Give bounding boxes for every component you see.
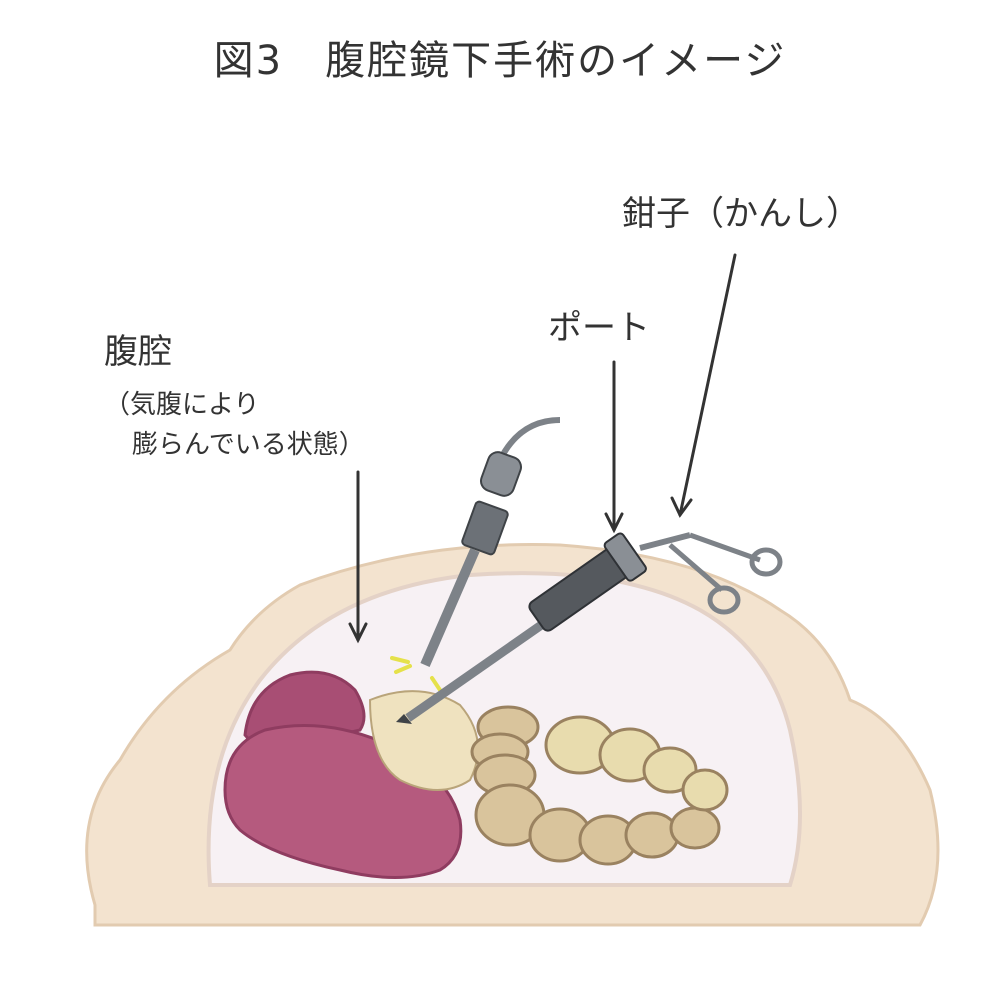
intestines	[470, 705, 729, 866]
pointer-arrows	[348, 253, 737, 644]
forceps-instrument	[396, 532, 783, 724]
figure-title: 図3 腹腔鏡下手術のイメージ	[213, 38, 787, 84]
abdominal-cavity-label: 腹腔	[104, 332, 172, 372]
light-sparks	[390, 656, 442, 692]
cavity-note-line1: （気腹により	[104, 390, 260, 420]
forceps-arrow	[678, 253, 737, 517]
port-label: ポート	[548, 308, 650, 348]
cavity-note-line2: 膨らんでいる状態）	[132, 430, 365, 460]
forceps-ring-lower	[707, 585, 741, 615]
fatty-tissue	[368, 690, 479, 791]
forceps-label: 鉗子（かんし）	[622, 194, 860, 234]
forceps-ring-upper	[749, 547, 783, 577]
laparoscope	[420, 417, 561, 667]
